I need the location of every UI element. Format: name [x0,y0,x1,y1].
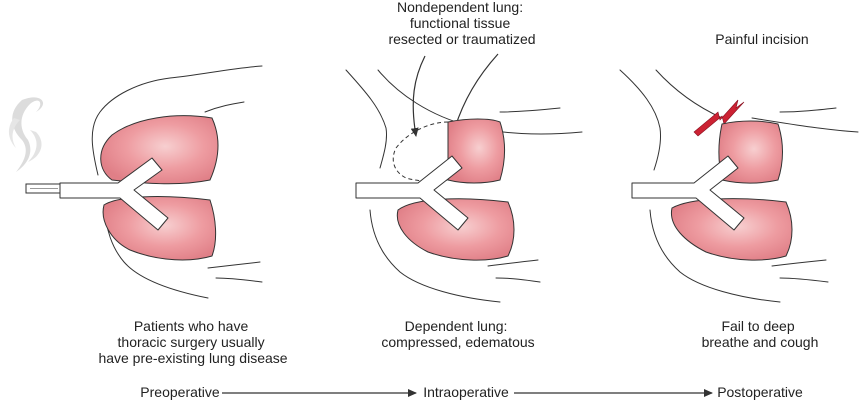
diaphragm-line [207,261,261,269]
annotation-nondependent-lung: Nondependent lung: functional tissue res… [388,0,535,47]
upper-lung-remaining [447,118,505,184]
diaphragm-line-lower [495,277,541,283]
caption-intraoperative: Dependent lung: compressed, edematous [381,318,534,350]
caption-postoperative: Fail to deep breathe and cough [702,318,819,350]
annotation-line: Painful incision [715,31,808,47]
caption-line: Fail to deep [721,318,794,334]
annotation-painful-incision: Painful incision [715,31,808,47]
diaphragm-line [487,259,539,267]
caption-line: Dependent lung: [405,318,508,334]
body-outline-upper [619,69,661,171]
panel-intraoperative: Nondependent lung: functional tissue res… [345,0,583,350]
shoulder-line [779,107,837,113]
timeline-intraoperative: Intraoperative [423,384,509,400]
cigarette-icon [25,183,63,194]
annotation-line: functional tissue [410,15,511,31]
smoke-icon [8,97,44,172]
caption-line: Patients who have [134,318,249,334]
chest-wall-lower [369,209,501,303]
caption-line: compressed, edematous [381,334,534,350]
timeline-postoperative: Postoperative [717,384,803,400]
timeline: Preoperative Intraoperative Postoperativ… [140,384,803,400]
arrow-to-resected-lung [410,55,426,137]
caption-line: breathe and cough [702,334,819,350]
body-outline-upper [91,65,263,176]
lower-lung [396,198,515,261]
body-outline-upper [345,69,387,169]
annotation-line: Nondependent lung: [397,0,523,15]
body-outline-right [751,117,859,133]
shoulder-line [499,107,561,113]
panel-preoperative: Patients who have thoracic surgery usual… [8,65,288,366]
diaphragm-line-lower [215,277,263,283]
body-outline-top [655,69,723,119]
shoulder-line [204,101,245,113]
lightning-icon [693,99,745,137]
diaphragm-line-lower [779,277,829,283]
chest-wall-lower [649,209,781,303]
annotation-line: resected or traumatized [388,31,535,47]
lower-lung [670,198,793,261]
timeline-preoperative: Preoperative [140,384,220,400]
airway-tube [59,157,169,231]
caption-line: thoracic surgery usually [118,334,265,350]
caption-preoperative: Patients who have thoracic surgery usual… [98,318,287,366]
caption-line: have pre-existing lung disease [98,350,287,366]
airway-tube [355,155,469,231]
resected-lung-outline [392,121,449,182]
panel-postoperative: Painful incision Fail to deep breathe an… [619,31,859,350]
airway-tube [631,155,745,231]
diaphragm-line [771,259,827,267]
upper-lung [100,115,219,185]
